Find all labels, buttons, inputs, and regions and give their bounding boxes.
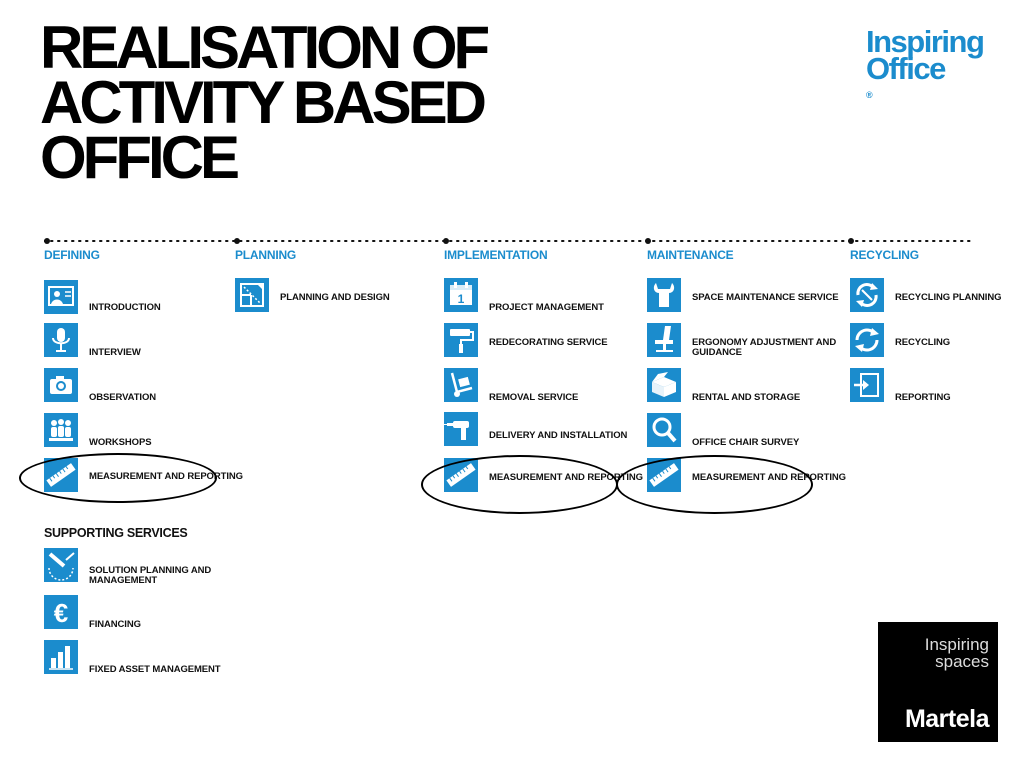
- recycle-icon: [850, 323, 884, 357]
- supporting-services-title: SUPPORTING SERVICES: [44, 526, 188, 540]
- euro-icon: €: [44, 595, 78, 629]
- service-label: INTERVIEW: [89, 347, 141, 358]
- martela-tagline: Inspiring spaces: [925, 636, 989, 670]
- hand-truck-icon: [444, 368, 478, 402]
- service-label: MEASUREMENT AND REPORTING: [89, 471, 243, 482]
- drill-icon: [444, 412, 478, 446]
- service-label: ERGONOMY ADJUSTMENT AND GUIDANCE: [692, 337, 837, 358]
- logo-line-1: Inspiring: [866, 24, 985, 59]
- timeline-node-implementation: [443, 238, 449, 244]
- phase-defining: DEFINING: [44, 248, 100, 262]
- floorplan-icon: [235, 278, 269, 312]
- title-line-3: OFFICE: [40, 124, 240, 191]
- phase-implementation: IMPLEMENTATION: [444, 248, 548, 262]
- camera-icon: [44, 368, 78, 402]
- service-label: FINANCING: [89, 619, 141, 630]
- recycle-plan-icon: [850, 278, 884, 312]
- page-title: REALISATION OF ACTIVITY BASED OFFICE: [40, 14, 490, 191]
- svg-text:1: 1: [458, 292, 465, 306]
- timeline-node-maintenance: [645, 238, 651, 244]
- pen-plan-icon: [44, 548, 78, 582]
- ruler-icon: [647, 458, 681, 492]
- service-label: SPACE MAINTENANCE SERVICE: [692, 292, 839, 303]
- service-label: MEASUREMENT AND REPORTING: [692, 472, 846, 483]
- title-line-1: REALISATION OF: [40, 14, 490, 81]
- svg-text:€: €: [54, 598, 68, 628]
- office-chair-icon: [647, 323, 681, 357]
- service-label: SOLUTION PLANNING AND MANAGEMENT: [89, 565, 212, 586]
- timeline-node-defining: [44, 238, 50, 244]
- service-label: REPORTING: [895, 392, 951, 403]
- title-line-2: ACTIVITY BASED: [40, 69, 487, 136]
- service-label: RECYCLING PLANNING: [895, 292, 1002, 303]
- presentation-icon: [44, 280, 78, 314]
- paint-roller-icon: [444, 323, 478, 357]
- timeline-node-recycling: [848, 238, 854, 244]
- phase-planning: PLANNING: [235, 248, 297, 262]
- wrench-icon: [647, 278, 681, 312]
- tagline-line-1: Inspiring: [924, 635, 989, 654]
- service-label: FIXED ASSET MANAGEMENT: [89, 664, 221, 675]
- timeline: [44, 238, 974, 244]
- service-label: INTRODUCTION: [89, 302, 161, 313]
- bar-chart-icon: [44, 640, 78, 674]
- magnifier-icon: [647, 413, 681, 447]
- service-label: DELIVERY AND INSTALLATION: [489, 430, 628, 441]
- service-label: REDECORATING SERVICE: [489, 337, 608, 348]
- service-label: OFFICE CHAIR SURVEY: [692, 437, 800, 448]
- martela-logo: Inspiring spaces Martela: [878, 622, 998, 742]
- calendar-icon: 1: [444, 278, 478, 312]
- group-icon: [44, 413, 78, 447]
- service-label: RECYCLING: [895, 337, 951, 348]
- phase-maintenance: MAINTENANCE: [647, 248, 734, 262]
- service-label: REMOVAL SERVICE: [489, 392, 579, 403]
- tagline-line-2: spaces: [935, 652, 989, 671]
- phase-recycling: RECYCLING: [850, 248, 919, 262]
- martela-brand: Martela: [904, 705, 990, 733]
- service-label: OBSERVATION: [89, 392, 156, 403]
- inspiring-office-logo: Inspiring Office®: [866, 24, 985, 109]
- highlight-circle-maintenance: [616, 455, 813, 514]
- registered-mark: ®: [866, 90, 873, 100]
- storage-box-icon: [647, 368, 681, 402]
- service-label: MEASUREMENT AND REPORTING: [489, 472, 643, 483]
- microphone-icon: [44, 323, 78, 357]
- logo-line-2: Office®: [866, 53, 983, 109]
- ruler-icon: [44, 458, 78, 492]
- report-icon: [850, 368, 884, 402]
- service-label: WORKSHOPS: [89, 437, 152, 448]
- service-label: PROJECT MANAGEMENT: [489, 302, 604, 313]
- service-label: RENTAL AND STORAGE: [692, 392, 801, 403]
- service-label: PLANNING AND DESIGN: [280, 292, 390, 303]
- ruler-icon: [444, 458, 478, 492]
- timeline-node-planning: [234, 238, 240, 244]
